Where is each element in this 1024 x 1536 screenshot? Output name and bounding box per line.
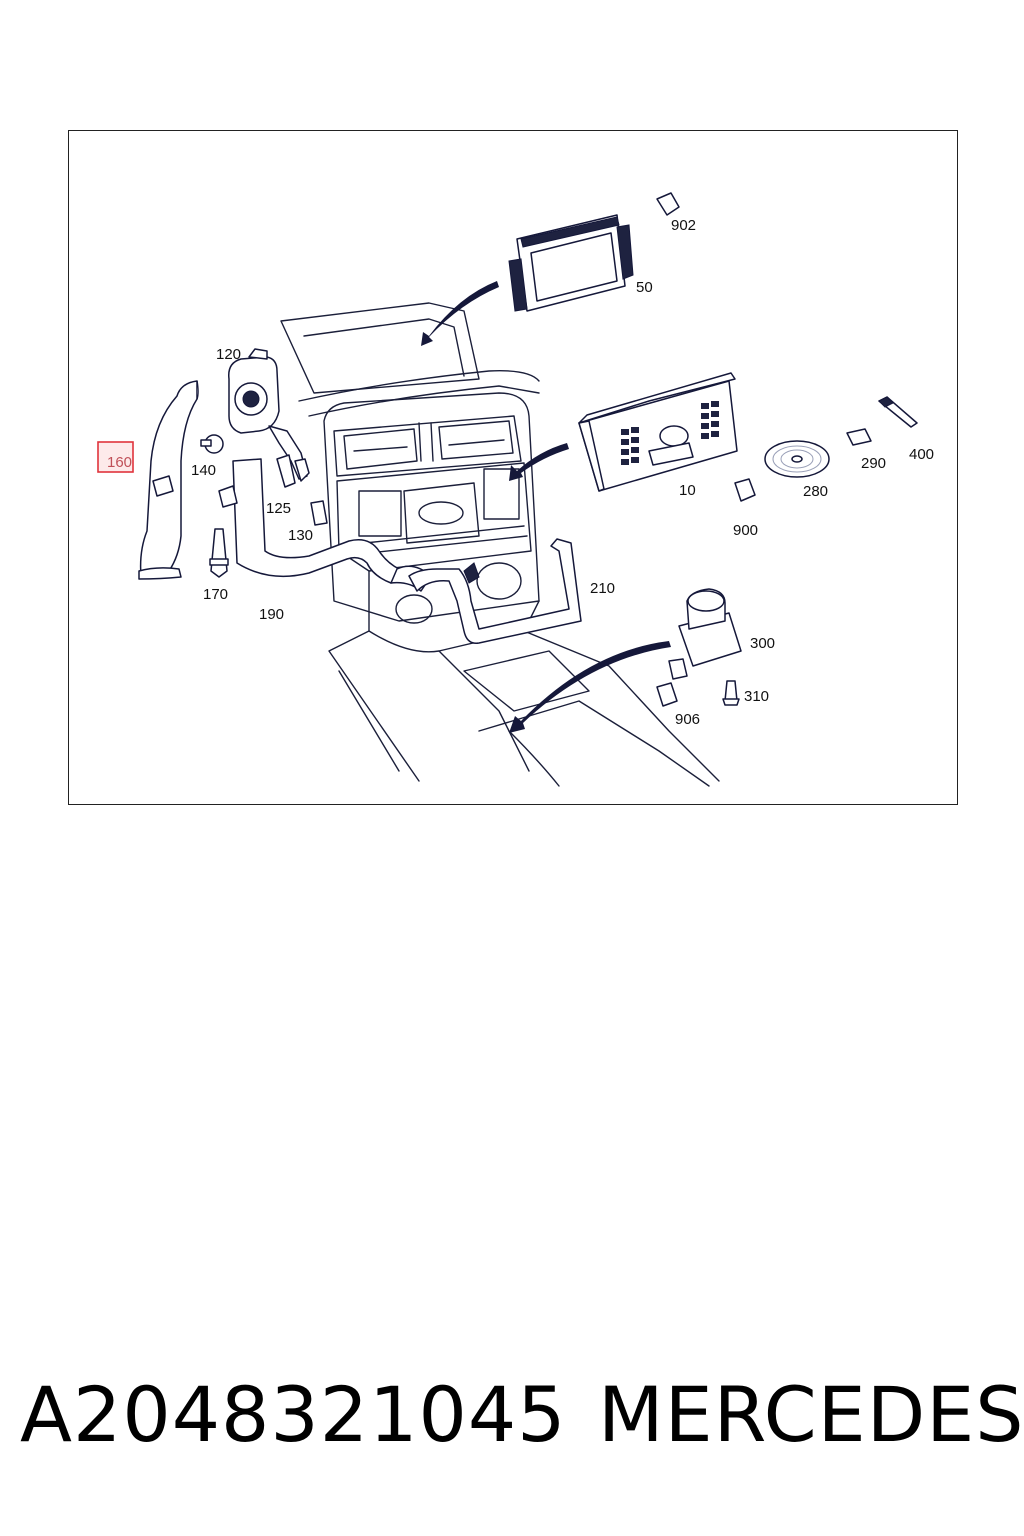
part-400-stick <box>878 396 918 428</box>
callout-160[interactable]: 160 <box>107 454 132 471</box>
callout-310[interactable]: 310 <box>744 688 769 705</box>
callout-170[interactable]: 170 <box>203 586 228 603</box>
part-130-clip <box>310 500 328 526</box>
callout-400[interactable]: 400 <box>909 446 934 463</box>
brand-name: MERCEDES <box>598 1370 1024 1459</box>
callout-50[interactable]: 50 <box>636 279 653 296</box>
callout-280[interactable]: 280 <box>803 483 828 500</box>
callout-902[interactable]: 902 <box>671 217 696 234</box>
part-footer: A2048321045 MERCEDES <box>0 1370 1024 1470</box>
highlight-box-160 <box>97 441 134 473</box>
callout-140[interactable]: 140 <box>191 462 216 479</box>
parts-diagram-frame: 902 50 120 160 140 125 130 170 190 210 1… <box>68 130 958 805</box>
part-170-pin <box>209 528 229 578</box>
part-50-display <box>421 214 634 346</box>
part-906-clip <box>656 682 678 707</box>
callout-120[interactable]: 120 <box>216 346 241 363</box>
callout-906[interactable]: 906 <box>675 711 700 728</box>
part-10-head-unit <box>509 372 738 492</box>
part-number: A2048321045 <box>20 1370 567 1459</box>
part-902-clip <box>656 192 680 216</box>
part-310-screw <box>722 680 740 706</box>
callout-125[interactable]: 125 <box>266 500 291 517</box>
part-125-clip <box>276 454 296 488</box>
callout-300[interactable]: 300 <box>750 635 775 652</box>
part-290-card <box>846 428 872 446</box>
part-190-duct <box>218 458 432 592</box>
callout-190[interactable]: 190 <box>259 606 284 623</box>
part-120-motor <box>228 348 310 482</box>
part-210-duct <box>408 538 582 644</box>
callout-10[interactable]: 10 <box>679 482 696 499</box>
part-280-disc <box>764 440 830 478</box>
callout-290[interactable]: 290 <box>861 455 886 472</box>
part-900-clip <box>734 478 756 502</box>
dashboard-outline <box>280 302 720 787</box>
part-300-controller <box>509 588 742 733</box>
part-160-duct <box>138 380 199 580</box>
callout-130[interactable]: 130 <box>288 527 313 544</box>
exploded-parts-diagram: 902 50 120 160 140 125 130 170 190 210 1… <box>97 192 934 787</box>
part-140-screw <box>200 434 224 454</box>
callout-210[interactable]: 210 <box>590 580 615 597</box>
callout-900[interactable]: 900 <box>733 522 758 539</box>
